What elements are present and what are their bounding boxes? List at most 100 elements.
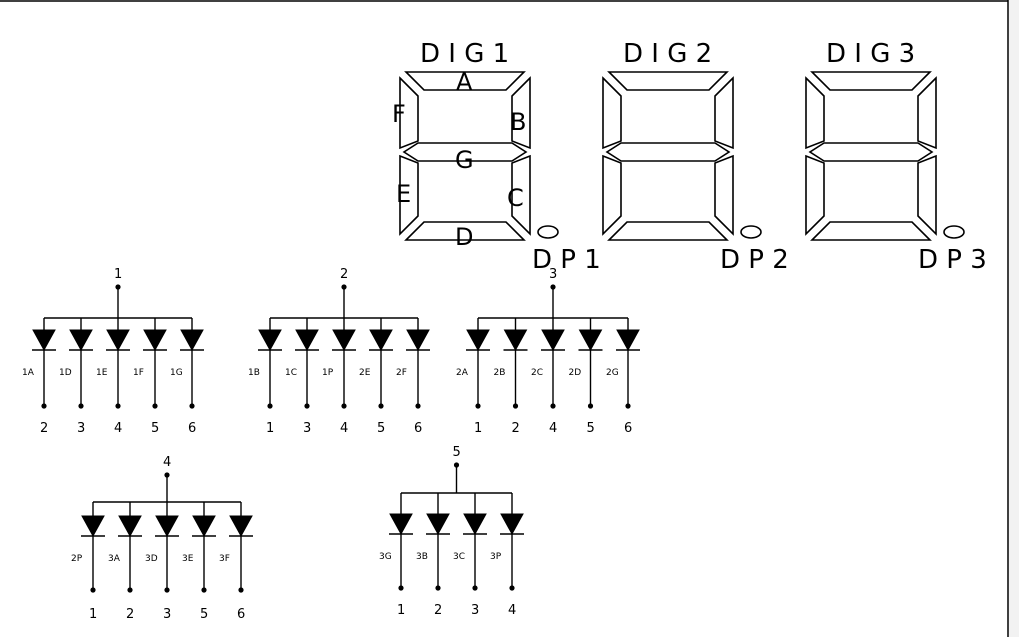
pin-terminal [164,587,170,593]
decimal-point [943,225,965,239]
diode-group-3: 3 2A 1 2B 2 2C4 2D 5 2G6 [456,267,640,436]
diode: 2G6 [606,318,640,436]
pin-terminal [398,585,404,591]
pin-number: 5 [587,421,595,436]
segment-c [917,154,937,236]
segment-name: 1A [22,368,35,378]
pin-terminal [267,403,273,409]
pin-terminal [415,403,421,409]
decimal-point [740,225,762,239]
segment-name: 3A [108,554,121,564]
segment-e [602,154,622,236]
diode: 1G 6 [170,318,204,436]
dp-label: D P 2 [720,245,789,275]
digit-label: D I G 3 [826,39,915,69]
diode: 1E4 [96,318,130,436]
common-pin-number: 5 [453,445,461,460]
common-pin-number: 3 [549,267,557,282]
diode-triangle [406,329,430,352]
pin-number: 6 [188,421,196,436]
segment-name: 1F [133,368,144,378]
diode: 3E 5 [182,502,216,622]
segment-name: 2A [456,368,469,378]
diode: 2C4 [531,318,565,436]
segment-b [511,76,531,150]
segment-a [404,71,526,91]
segment-f [399,76,419,150]
pin-terminal [378,403,384,409]
diode: 3A2 [108,502,142,622]
pin-number: 2 [40,421,48,436]
pin-number: 6 [237,607,245,622]
diode: 1P4 [322,318,356,436]
pin-number: 6 [414,421,422,436]
decimal-point [537,225,559,239]
pin-number: 3 [471,603,479,618]
pin-terminal [435,585,441,591]
pin-number: 1 [89,607,97,622]
diode: 2D 5 [569,318,603,436]
diode: 1A 2 [22,318,56,436]
segment-d [404,221,526,241]
diode-triangle [192,515,216,538]
diode-triangle [616,329,640,352]
pin-terminal [41,403,47,409]
pin-terminal [90,587,96,593]
segment-label-b: B [510,108,526,136]
pin-number: 3 [303,421,311,436]
segment-name: 1C [285,368,297,378]
pin-number: 2 [512,421,520,436]
diode: 3P4 [490,493,524,618]
diode: 2E5 [359,318,393,436]
segment-name: 1B [248,368,260,378]
pin-terminal [238,587,244,593]
segment-name: 1D [59,368,72,378]
digit-label: D I G 2 [623,39,712,69]
diode-triangle [578,329,603,352]
segment-name: 3D [145,554,158,564]
segment-label-f: F [392,100,406,128]
diode: 1B1 [248,318,282,436]
diode-triangle [258,329,282,352]
segment-name: 3F [219,554,230,564]
right-margin-strip [1009,0,1019,637]
common-pin-number: 1 [114,267,122,282]
diode-triangle [463,513,487,536]
segment-name: 3C [453,552,465,562]
segment-name: 2D [569,368,582,378]
diode-triangle [426,513,450,536]
segment-name: 2G [606,368,619,378]
common-pin-number: 2 [340,267,348,282]
segment-label-c: C [507,184,524,212]
diode-triangle [81,515,105,538]
segment-label-g: G [455,146,474,174]
segment-b [917,76,937,150]
diode-triangle [369,329,393,352]
pin-number: 4 [508,603,516,618]
dp-label: D P 1 [532,245,601,275]
digit-3: D I G 3D P 3 [805,39,987,275]
diode: 3G1 [379,493,413,618]
segment-name: 2E [359,368,371,378]
segment-a [607,71,729,91]
diode: 3D3 [145,502,179,622]
segment-c [714,154,734,236]
diode-triangle [155,515,179,538]
segment-name: 2C [531,368,543,378]
segment-name: 1G [170,368,183,378]
segment-name: 2P [71,554,83,564]
segment-name: 2B [494,368,506,378]
segment-name: 2F [396,368,407,378]
pin-terminal [304,403,310,409]
pin-number: 1 [474,421,482,436]
segment-name: 3E [182,554,194,564]
pin-number: 5 [200,607,208,622]
pin-terminal [550,403,556,409]
diode-triangle [180,329,204,352]
pin-terminal [625,403,631,409]
diode-triangle [69,329,93,352]
pin-terminal [115,403,121,409]
